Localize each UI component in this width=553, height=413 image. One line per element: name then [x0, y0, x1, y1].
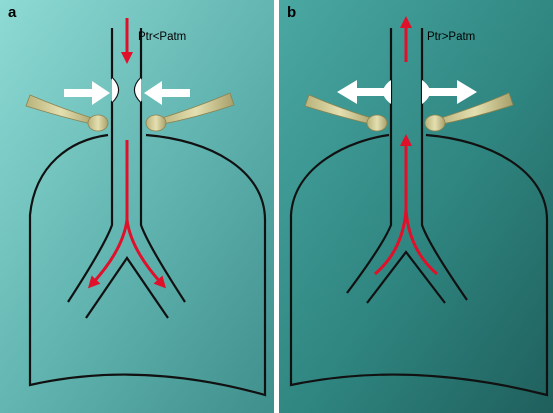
panel-a-background	[0, 0, 274, 413]
left-bronchus-outer	[67, 135, 114, 303]
pressure-relation-label: Ptr<Patm	[138, 31, 187, 43]
right-bronchus-outer	[139, 135, 186, 303]
bronchi-inner	[366, 250, 446, 304]
muscle-arrow-left	[337, 80, 385, 104]
airflow-arrow-right-bronchus	[404, 209, 438, 276]
panel-b-background	[279, 0, 553, 413]
trachea-compression-right	[135, 78, 141, 102]
muscle-arrow-left	[64, 81, 110, 105]
trachea-expansion-right	[422, 80, 430, 104]
panel-b: b Ptr>Patm	[279, 0, 553, 413]
muscle-arrow-right	[144, 81, 190, 105]
chest-outline	[289, 133, 549, 397]
right-bronchus-outer	[420, 135, 468, 301]
panel-divider	[274, 0, 279, 413]
panel-a: a Ptr<Patm	[0, 0, 274, 413]
panel-a-diagram	[0, 0, 274, 413]
right-clavicle	[145, 92, 235, 132]
left-bronchus-outer	[346, 135, 393, 294]
pressure-relation-label: Ptr>Patm	[427, 31, 476, 43]
left-clavicle	[304, 94, 388, 132]
bronchi-inner	[85, 256, 169, 319]
right-clavicle	[424, 92, 514, 132]
left-clavicle	[25, 94, 109, 132]
panel-label: b	[287, 4, 297, 21]
trachea-expansion-left	[383, 80, 391, 104]
airflow-arrow-right-bronchus	[125, 219, 167, 289]
muscle-arrow-right	[429, 80, 477, 104]
panel-label: a	[8, 4, 17, 21]
panel-b-diagram	[279, 0, 553, 413]
trachea-compression-left	[112, 78, 118, 102]
chest-outline	[28, 133, 267, 397]
